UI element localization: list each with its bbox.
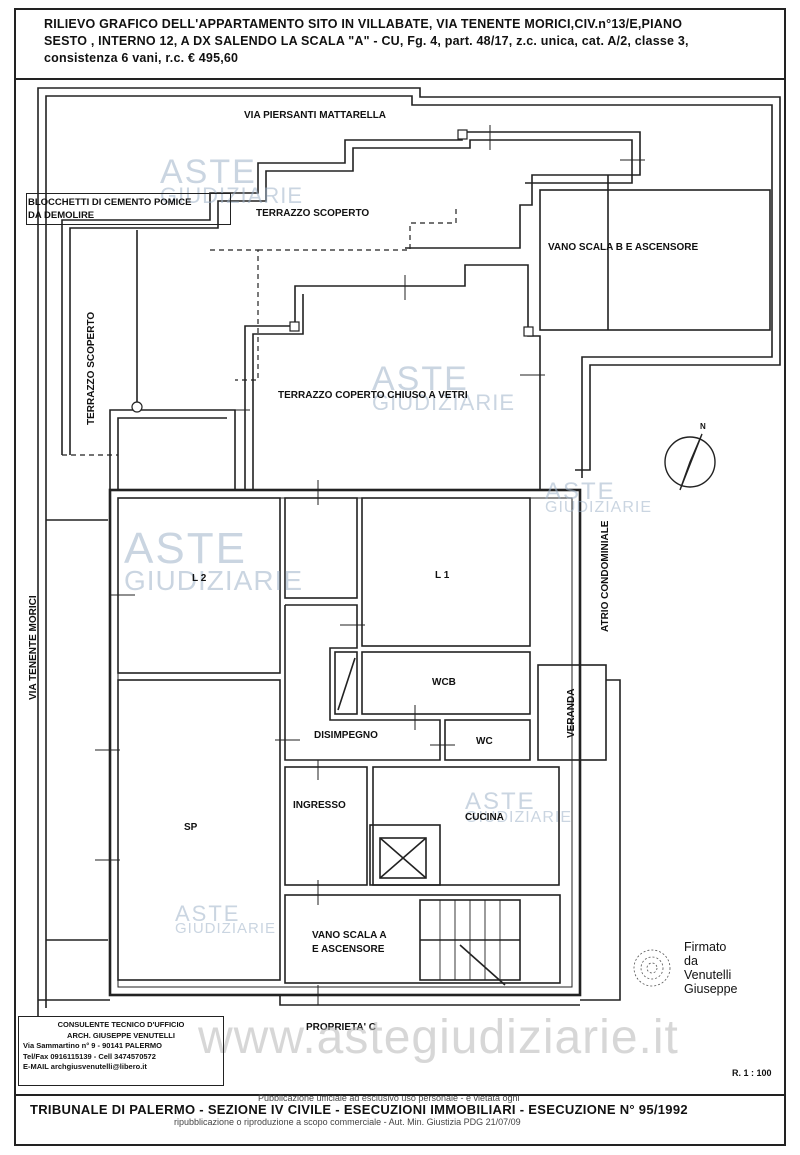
title-line-3: consistenza 6 vani, r.c. € 495,60 [44, 51, 239, 65]
label-via-tenente-morici: VIA TENENTE MORICI [28, 595, 39, 700]
title-block: RILIEVO GRAFICO DELL'APPARTAMENTO SITO I… [14, 8, 786, 80]
label-vano-scala-a-1: VANO SCALA A [312, 930, 387, 941]
label-sp: SP [184, 822, 198, 833]
label-terrazzo-scoperto-top: TERRAZZO SCOPERTO [256, 208, 370, 219]
label-disimpegno: DISIMPEGNO [314, 730, 378, 741]
label-via-piersanti: VIA PIERSANTI MATTARELLA [244, 110, 387, 121]
digital-signature: Firmato da Venutelli Giuseppe [684, 940, 738, 996]
blocchetti-box [26, 193, 231, 225]
watermark-site: www.astegiudiziarie.it [198, 1011, 679, 1064]
label-atrio-condominiale: ATRIO CONDOMINIALE [600, 520, 611, 632]
label-vano-scala-a-2: E ASCENSORE [312, 944, 385, 955]
label-vano-scala-b: VANO SCALA B E ASCENSORE [548, 242, 699, 253]
drawing-scale: R. 1 : 100 [732, 1068, 772, 1078]
label-proprieta: PROPRIETA' C [306, 1022, 376, 1033]
title-line-1: RILIEVO GRAFICO DELL'APPARTAMENTO SITO I… [44, 17, 683, 31]
footer-bar [14, 1094, 786, 1146]
label-terrazzo-coperto: TERRAZZO COPERTO CHIUSO A VETRI [278, 390, 468, 401]
consultant-stamp: CONSULENTE TECNICO D'UFFICIO ARCH. GIUSE… [18, 1016, 224, 1086]
court-caption: TRIBUNALE DI PALERMO - SEZIONE IV CIVILE… [30, 1102, 688, 1117]
label-cucina: CUCINA [465, 812, 504, 823]
label-north: N [700, 422, 706, 431]
drawing-frame [14, 8, 786, 1146]
publication-note-2: ripubblicazione o riproduzione a scopo c… [174, 1117, 521, 1127]
publication-note-1: Pubblicazione ufficiale ad esclusivo uso… [258, 1093, 520, 1103]
label-ingresso: INGRESSO [293, 800, 346, 811]
label-l2: L 2 [192, 573, 207, 584]
label-wc: WC [476, 736, 493, 747]
label-wcb: WCB [432, 677, 456, 688]
label-blocchetti-2: DA DEMOLIRE [28, 210, 95, 221]
label-veranda: VERANDA [566, 688, 577, 738]
label-l1: L 1 [435, 570, 450, 581]
label-blocchetti-1: BLOCCHETTI DI CEMENTO POMICE [28, 197, 192, 208]
label-terrazzo-scoperto-left: TERRAZZO SCOPERTO [86, 311, 97, 425]
title-line-2: SESTO , INTERNO 12, A DX SALENDO LA SCAL… [44, 34, 689, 48]
